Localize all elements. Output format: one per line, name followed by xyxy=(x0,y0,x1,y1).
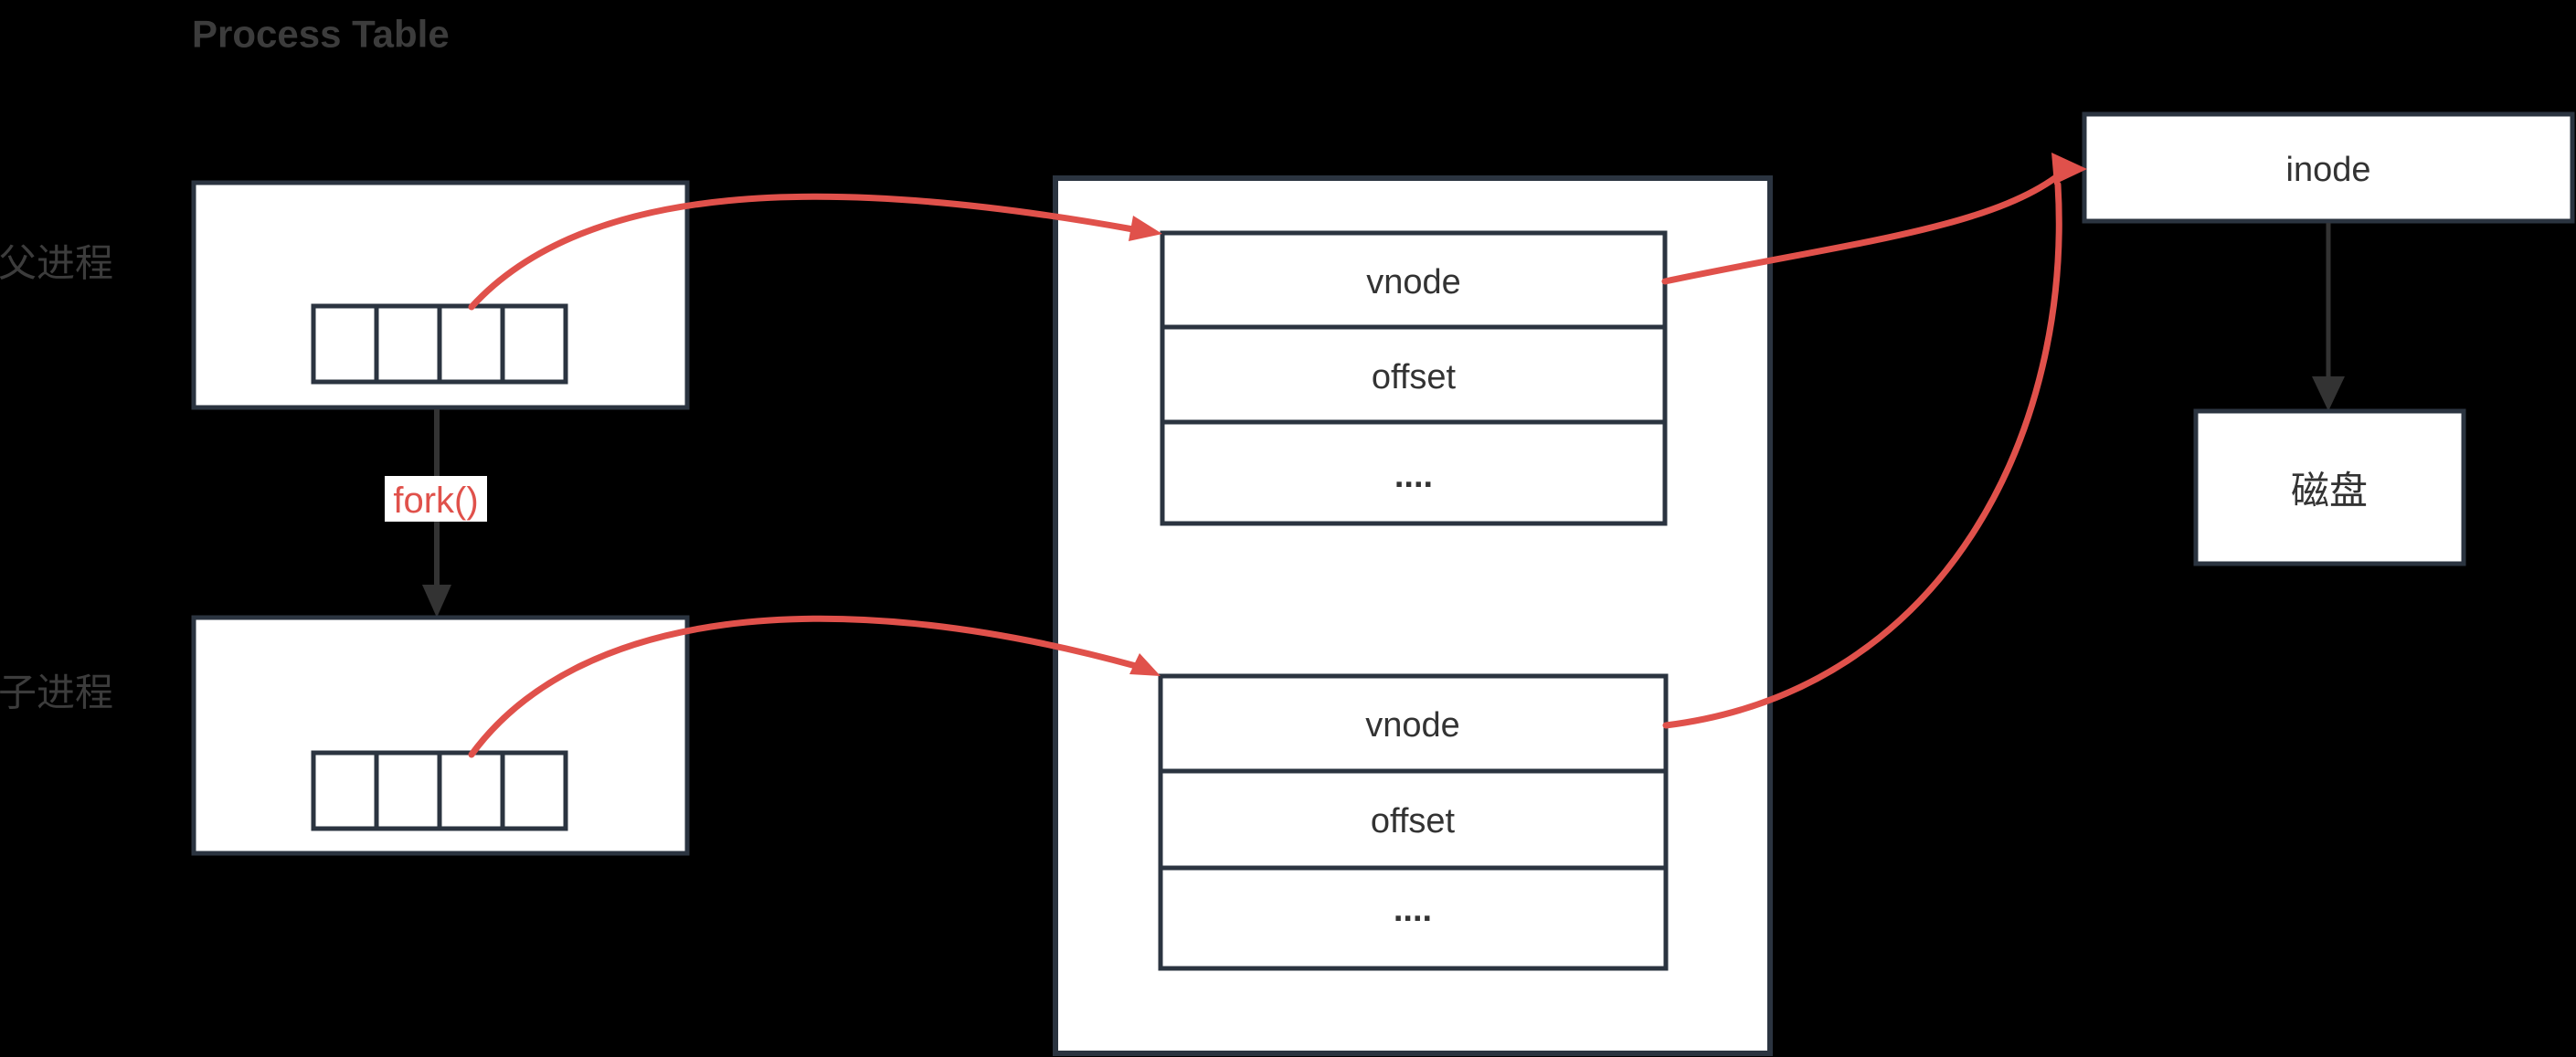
child-fd-to-table-curve xyxy=(468,615,1140,758)
parent-entry-offset-label: offset xyxy=(1372,358,1457,396)
red-arrowhead-icon xyxy=(1129,653,1161,676)
parent-fd-to-table-curve xyxy=(468,193,1137,311)
child-entry-vnode-label: vnode xyxy=(1365,706,1460,745)
parent-fd-cells xyxy=(311,303,568,385)
disk-label: 磁盘 xyxy=(2291,470,2368,513)
inode-to-disk-arrow xyxy=(2312,223,2345,411)
inode-box xyxy=(2082,111,2575,224)
inode-to-disk-arrowhead-icon xyxy=(2312,376,2345,411)
inode-label: inode xyxy=(2286,151,2371,189)
bottom-vnode-to-inode-curve xyxy=(1662,181,2062,729)
file-table-entry-parent xyxy=(1160,230,1668,526)
file-table-entry-child xyxy=(1158,673,1669,971)
fork-label: fork() xyxy=(393,481,478,521)
child-fd-cells xyxy=(311,750,568,831)
page-title: Process Table xyxy=(192,13,450,56)
child-entry-ellipsis-label: .... xyxy=(1394,891,1432,929)
red-arrowhead-icon xyxy=(1129,216,1162,241)
parent-entry-vnode-label: vnode xyxy=(1366,263,1461,301)
fork-arrowhead-icon xyxy=(422,585,451,618)
child-entry-offset-label: offset xyxy=(1371,802,1456,840)
top-vnode-to-inode-curve xyxy=(1661,174,2060,285)
file-table-entry-box xyxy=(1160,230,1668,526)
red-arrowhead-icon xyxy=(2051,153,2087,185)
parent-process-label: 父进程 xyxy=(0,242,113,285)
parent-entry-ellipsis-label: .... xyxy=(1394,457,1433,495)
file-table-entry-box xyxy=(1158,673,1669,971)
disk-box xyxy=(2193,408,2466,566)
fork-label-background xyxy=(385,476,487,522)
child-process-label: 子进程 xyxy=(0,671,113,714)
red-pointer-arrows xyxy=(468,174,2062,758)
fork-arrow: fork() xyxy=(385,409,487,618)
